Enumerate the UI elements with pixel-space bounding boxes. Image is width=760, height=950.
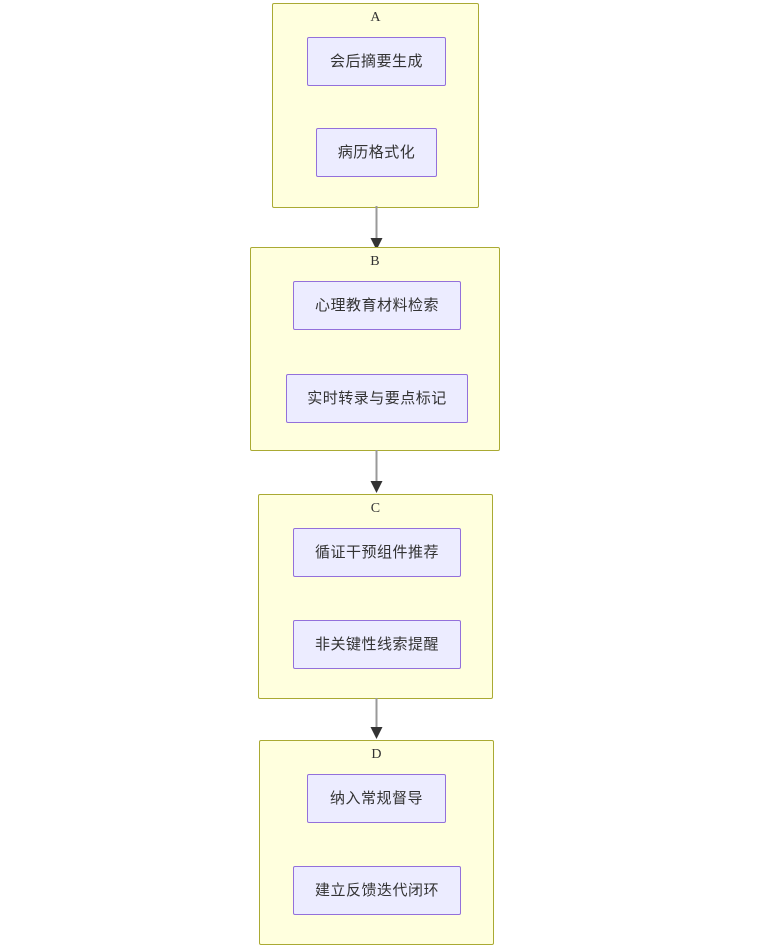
subgraph-d[interactable]: D 纳入常规督导 建立反馈迭代闭环 (259, 740, 494, 945)
node-c1-label: 循证干预组件推荐 (314, 543, 439, 561)
subgraph-a-label: A (370, 10, 381, 25)
node-d1[interactable]: 纳入常规督导 (307, 774, 446, 823)
node-d1-label: 纳入常规督导 (329, 789, 423, 807)
node-b2-label: 实时转录与要点标记 (307, 389, 447, 407)
node-c2-label: 非关键性线索提醒 (314, 635, 439, 653)
node-b2[interactable]: 实时转录与要点标记 (286, 374, 468, 423)
node-c1[interactable]: 循证干预组件推荐 (293, 528, 461, 577)
edge-a-to-b-arrowhead (370, 238, 383, 250)
subgraph-b-label: B (370, 254, 380, 269)
edge-b-to-c (370, 450, 383, 493)
edge-a-to-b (370, 206, 383, 250)
edge-c-to-d (370, 698, 383, 739)
node-a1[interactable]: 会后摘要生成 (307, 37, 446, 86)
edge-b-to-c-arrowhead (370, 481, 383, 493)
edge-c-to-d-arrowhead (370, 727, 383, 739)
subgraph-a[interactable]: A 会后摘要生成 病历格式化 (272, 3, 479, 208)
subgraph-c-label: C (370, 501, 381, 516)
subgraph-c[interactable]: C 循证干预组件推荐 非关键性线索提醒 (258, 494, 493, 699)
subgraph-d-label: D (371, 747, 382, 762)
node-b1-label: 心理教育材料检索 (314, 296, 439, 314)
node-a2[interactable]: 病历格式化 (316, 128, 437, 177)
node-a2-label: 病历格式化 (337, 143, 416, 161)
node-d2-label: 建立反馈迭代闭环 (314, 881, 439, 899)
node-a1-label: 会后摘要生成 (329, 52, 423, 70)
node-c2[interactable]: 非关键性线索提醒 (293, 620, 461, 669)
node-d2[interactable]: 建立反馈迭代闭环 (293, 866, 461, 915)
node-b1[interactable]: 心理教育材料检索 (293, 281, 461, 330)
subgraph-b[interactable]: B 心理教育材料检索 实时转录与要点标记 (250, 247, 500, 451)
